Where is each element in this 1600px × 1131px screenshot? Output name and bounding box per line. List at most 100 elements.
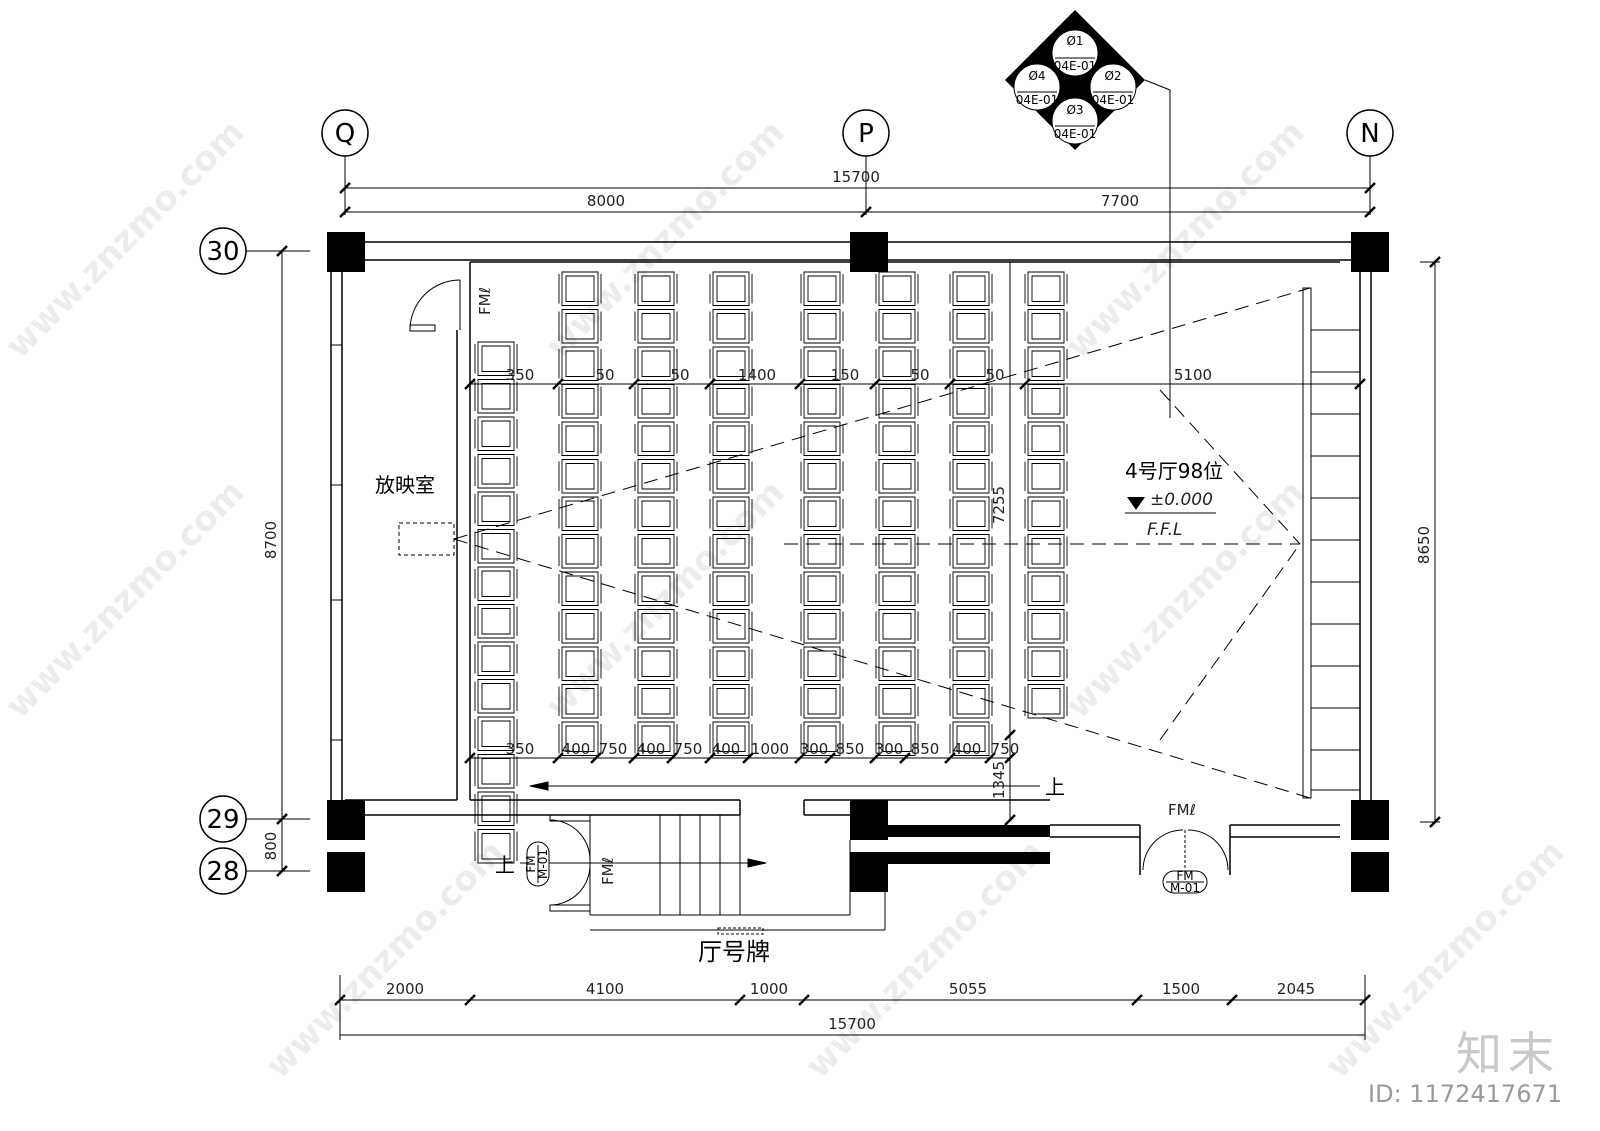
index-mark-4: Ø4 [1028, 69, 1045, 83]
seat [875, 346, 919, 381]
entry-door [1142, 829, 1229, 894]
seat [875, 534, 919, 569]
seat [634, 459, 678, 494]
grid-label-28: 28 [206, 857, 239, 887]
seat [875, 384, 919, 419]
seat [800, 609, 844, 644]
dimension-left [276, 245, 288, 877]
dim-bottom-seg-1: 2000 [386, 980, 424, 998]
grid-axis-30: 30 [199, 227, 310, 275]
seat [474, 716, 518, 751]
seat-row [800, 271, 844, 756]
dimension-tick [704, 378, 716, 390]
image-id: ID: 1172417671 [1368, 1080, 1562, 1108]
seat [558, 271, 602, 306]
grid-axis-q: Q [321, 109, 369, 215]
grid-axis-n: N [1346, 109, 1394, 215]
seat [949, 346, 993, 381]
dim-row-bottom-13: 750 [991, 740, 1020, 758]
dim-bottom-seg-5: 1500 [1162, 980, 1200, 998]
seat [800, 346, 844, 381]
seat [1024, 684, 1068, 719]
dimension-tick [1226, 994, 1238, 1006]
dim-seat-depth [1004, 262, 1016, 826]
seat [709, 534, 753, 569]
seat [634, 609, 678, 644]
seat [558, 684, 602, 719]
index-mark-3: Ø3 [1066, 103, 1083, 117]
seat [558, 646, 602, 681]
dimension-tick [869, 752, 881, 764]
seat [875, 609, 919, 644]
seat [558, 421, 602, 456]
seat [558, 309, 602, 344]
index-sheet-4: 04E-01 [1016, 93, 1058, 107]
dimension-tick [798, 994, 810, 1006]
dim-row-bottom-10: 300 [875, 740, 904, 758]
seat [1024, 646, 1068, 681]
dimension-tick [1131, 994, 1143, 1006]
door-tag-entry-top: FM [1176, 869, 1193, 883]
seat [1024, 421, 1068, 456]
door-code-stair: FMℓ [599, 857, 617, 885]
seat [709, 271, 753, 306]
seat [634, 384, 678, 419]
dim-row-top-1: 350 [506, 366, 535, 384]
dimension-tick [464, 378, 476, 390]
grid-label-p: P [858, 119, 874, 149]
seat [875, 459, 919, 494]
seat [1024, 534, 1068, 569]
dim-right-vertical: 8650 [1415, 526, 1433, 564]
dimension-tick [628, 378, 640, 390]
projection-door [409, 279, 461, 332]
seat [800, 459, 844, 494]
index-sheet-3: 04E-01 [1054, 127, 1096, 141]
grid-label-n: N [1360, 119, 1379, 149]
dim-row-bottom-8: 300 [800, 740, 829, 758]
seat [558, 609, 602, 644]
seat [1024, 309, 1068, 344]
seat [949, 309, 993, 344]
dim-row-top-7: 50 [985, 366, 1004, 384]
seat [1024, 459, 1068, 494]
stair [520, 814, 886, 935]
dim-row-bottom-ticks [464, 752, 1016, 764]
index-sheet-1: 04E-01 [1054, 59, 1096, 73]
seat [474, 491, 518, 526]
dim-row-top-ticks [464, 378, 1366, 390]
window-left [331, 344, 342, 741]
seat [709, 309, 753, 344]
seat [474, 379, 518, 414]
seat [949, 496, 993, 531]
level-marker [1127, 497, 1145, 510]
dim-row-bottom-5: 750 [674, 740, 703, 758]
dim-row-top-8: 5100 [1174, 366, 1212, 384]
grid-label-30: 30 [206, 237, 239, 267]
up-label-aisle: 上 [1045, 775, 1065, 799]
dim-row-bottom-6: 400 [712, 740, 741, 758]
dim-top-seg-2: 7700 [1101, 192, 1139, 210]
seat [474, 829, 518, 864]
dimension-tick [1359, 994, 1371, 1006]
seat [949, 571, 993, 606]
seat [875, 646, 919, 681]
dimension-tick [794, 378, 806, 390]
door-tag-entry-bottom: M-01 [1170, 881, 1200, 895]
door-code-entry: FMℓ [1168, 801, 1196, 819]
seat [1024, 571, 1068, 606]
seat [709, 571, 753, 606]
seat [634, 646, 678, 681]
level-value: ±0.000 [1150, 490, 1213, 510]
seat [709, 684, 753, 719]
door-code-projection: FMℓ [476, 287, 494, 315]
seat [558, 534, 602, 569]
seat [875, 496, 919, 531]
dim-bottom-seg-4: 5055 [949, 980, 987, 998]
seat [875, 309, 919, 344]
seat [634, 534, 678, 569]
dim-row-top-5: 150 [831, 366, 860, 384]
dimension-tick [552, 378, 564, 390]
index-sheet-2: 04E-01 [1092, 93, 1134, 107]
index-mark-2: Ø2 [1104, 69, 1121, 83]
